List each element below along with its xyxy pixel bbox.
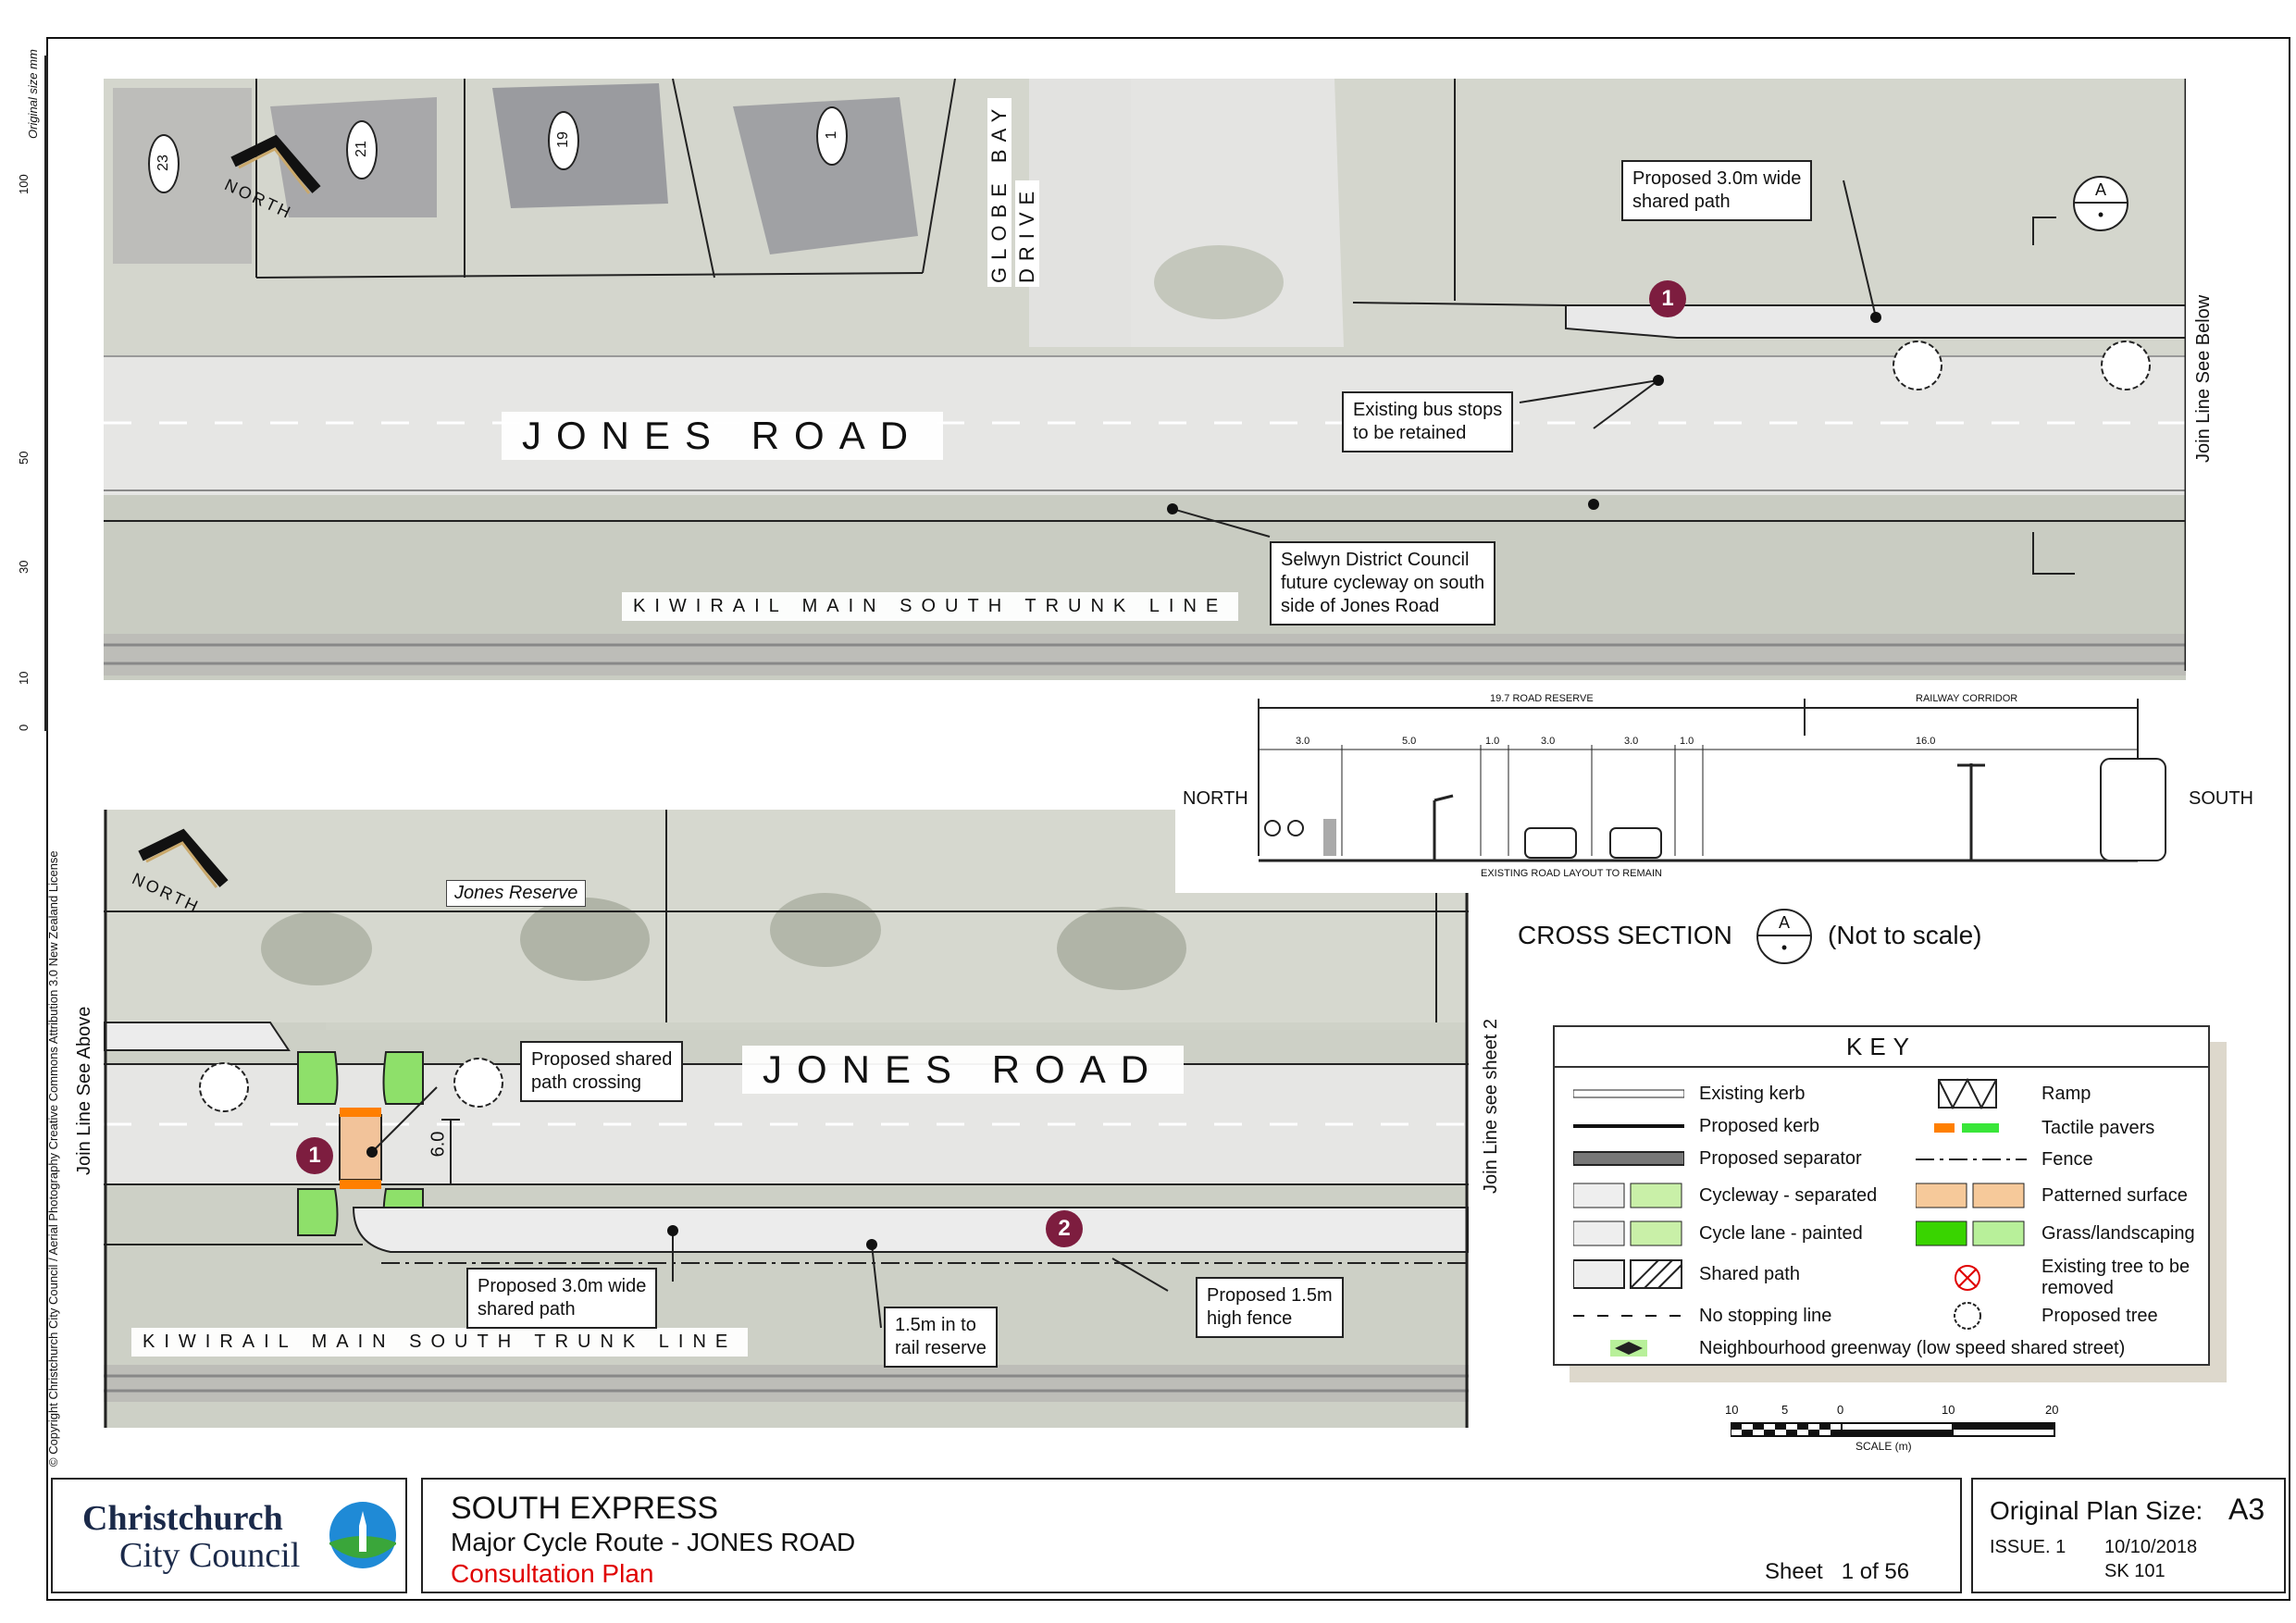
project-name: SOUTH EXPRESS: [451, 1491, 719, 1526]
road-name-label-bottom: JONES ROAD: [742, 1046, 1185, 1094]
section-dim-3: 1.0: [1485, 736, 1500, 747]
section-dim-4: 3.0: [1541, 736, 1556, 747]
council-name-line1: Christchurch: [82, 1499, 283, 1538]
shared-path-icon: [1573, 1259, 1682, 1289]
join-line-label-top: Join Line See Below: [2193, 294, 2214, 463]
rail-line-label-bottom: KIWIRAIL MAIN SOUTH TRUNK LINE: [131, 1328, 749, 1357]
ruler-tick-100: 100: [17, 174, 31, 194]
grass-landscaping-icon: [1916, 1220, 2025, 1246]
copyright-text: © Copyright Christchurch City Council / …: [46, 850, 60, 1467]
ruler-caption: Original size mm: [26, 49, 40, 139]
route-marker-1: 1: [1649, 280, 1686, 317]
section-railway-corridor: RAILWAY CORRIDOR: [1916, 693, 2018, 704]
join-line-label-left: Join Line See Above: [74, 1006, 94, 1175]
jones-reserve-label: Jones Reserve: [446, 880, 587, 907]
proposed-kerb-icon: [1573, 1124, 1684, 1128]
patterned-surface-icon: [1916, 1183, 2025, 1208]
top-map-drawing: [104, 79, 2186, 680]
house-number-21: 21: [346, 120, 378, 180]
ruler-tick-30: 30: [17, 560, 31, 574]
cycleway-separated-icon: [1573, 1183, 1682, 1208]
section-footer-note: EXISTING ROAD LAYOUT TO REMAIN: [1481, 868, 1663, 879]
road-name-label: JONES ROAD: [502, 412, 944, 460]
title-block-info: Original Plan Size: A3 ISSUE. 1 10/10/20…: [1971, 1478, 2286, 1593]
top-plan-map: 23 21 19 1 NORTH GLOBE BAY DRIVE JONES R…: [104, 79, 2186, 680]
north-arrow-icon: [230, 134, 321, 194]
section-north-label: NORTH: [1183, 788, 1248, 809]
scale-tick-10-left: 10: [1725, 1403, 1739, 1417]
section-a-marker-icon: A •: [2073, 176, 2128, 231]
proposed-separator-icon: [1573, 1151, 1684, 1166]
section-dim-6: 1.0: [1680, 736, 1694, 747]
side-street-name-1: GLOBE BAY: [987, 97, 1011, 287]
size-ruler: [44, 56, 48, 731]
legend-title: KEY: [1555, 1027, 2208, 1068]
issue-number: ISSUE. 1: [1990, 1537, 2066, 1557]
section-dim-2: 5.0: [1402, 736, 1417, 747]
greenway-icon: [1610, 1340, 1647, 1357]
scale-bar: 10 5 0 10 20 SCALE (m): [1725, 1397, 2064, 1462]
title-block-project: SOUTH EXPRESS Major Cycle Route - JONES …: [421, 1478, 1962, 1593]
legend-key: KEY Existing kerb Proposed kerb Proposed…: [1553, 1025, 2210, 1366]
north-arrow-icon-bottom: [138, 828, 229, 888]
scale-caption: SCALE (m): [1855, 1440, 1912, 1453]
sheet-border: [46, 37, 2290, 1601]
route-marker-1-bottom: 1: [296, 1137, 333, 1174]
cross-section-marker-icon: A •: [1756, 909, 1812, 964]
ruler-tick-10: 10: [17, 671, 31, 685]
section-dim-7: 16.0: [1916, 736, 1936, 747]
house-number-1: 1: [816, 106, 848, 166]
cross-section-drawing: [1258, 699, 2166, 862]
council-name-line2: City Council: [119, 1536, 301, 1575]
scale-tick-5: 5: [1781, 1403, 1789, 1417]
section-dim-5: 3.0: [1624, 736, 1639, 747]
no-stopping-line-icon: [1573, 1315, 1684, 1317]
ramp-icon: [1938, 1078, 1997, 1109]
route-marker-2: 2: [1046, 1210, 1083, 1247]
cycle-lane-painted-icon: [1573, 1220, 1682, 1246]
existing-kerb-icon: [1573, 1089, 1684, 1098]
issue-date: 10/10/2018: [2104, 1537, 2198, 1557]
scale-tick-20: 20: [2045, 1403, 2059, 1417]
section-dim-1: 3.0: [1296, 736, 1310, 747]
scale-tick-0: 0: [1837, 1403, 1844, 1417]
proposed-tree-icon: [1954, 1302, 1981, 1330]
rail-line-label: KIWIRAIL MAIN SOUTH TRUNK LINE: [622, 592, 1239, 621]
crossing-width-dim: 6.0: [428, 1131, 449, 1158]
side-street-name-2: DRIVE: [1015, 180, 1039, 287]
bottom-map-drawing: [104, 810, 1469, 1428]
tree-removed-icon: [1955, 1265, 1980, 1291]
join-line-label-right: Join Line see sheet 2: [1481, 1018, 1501, 1194]
plan-size-value: A3: [2228, 1493, 2265, 1526]
drawing-number: SK 101: [2104, 1561, 2166, 1581]
ruler-tick-50: 50: [17, 451, 31, 465]
cross-section: 19.7 ROAD RESERVE RAILWAY CORRIDOR 3.0 5…: [1175, 689, 2253, 893]
ruler-tick-0: 0: [17, 724, 31, 731]
plan-type: Consultation Plan: [451, 1559, 654, 1588]
fence-icon: [1916, 1158, 2027, 1160]
bottom-plan-map: NORTH Jones Reserve JONES ROAD KIWIRAIL …: [104, 810, 1469, 1428]
sheet-number: Sheet 1 of 56: [1765, 1559, 1910, 1584]
scale-tick-10: 10: [1942, 1403, 1955, 1417]
plan-size-label: Original Plan Size:: [1990, 1496, 2203, 1525]
route-name: Major Cycle Route - JONES ROAD: [451, 1528, 856, 1556]
house-number-23: 23: [148, 134, 180, 193]
tactile-pavers-icon: [1934, 1123, 1999, 1133]
section-road-reserve: 19.7 ROAD RESERVE: [1490, 693, 1594, 704]
section-south-label: SOUTH: [2189, 788, 2253, 809]
cross-section-title: CROSS SECTION: [1518, 921, 1732, 949]
scale-bar-drawing: [1730, 1422, 2055, 1437]
council-logo-icon: [329, 1502, 396, 1568]
house-number-19: 19: [548, 111, 579, 170]
cross-section-note: (Not to scale): [1828, 921, 1982, 949]
title-block-logo: Christchurch City Council: [51, 1478, 407, 1593]
